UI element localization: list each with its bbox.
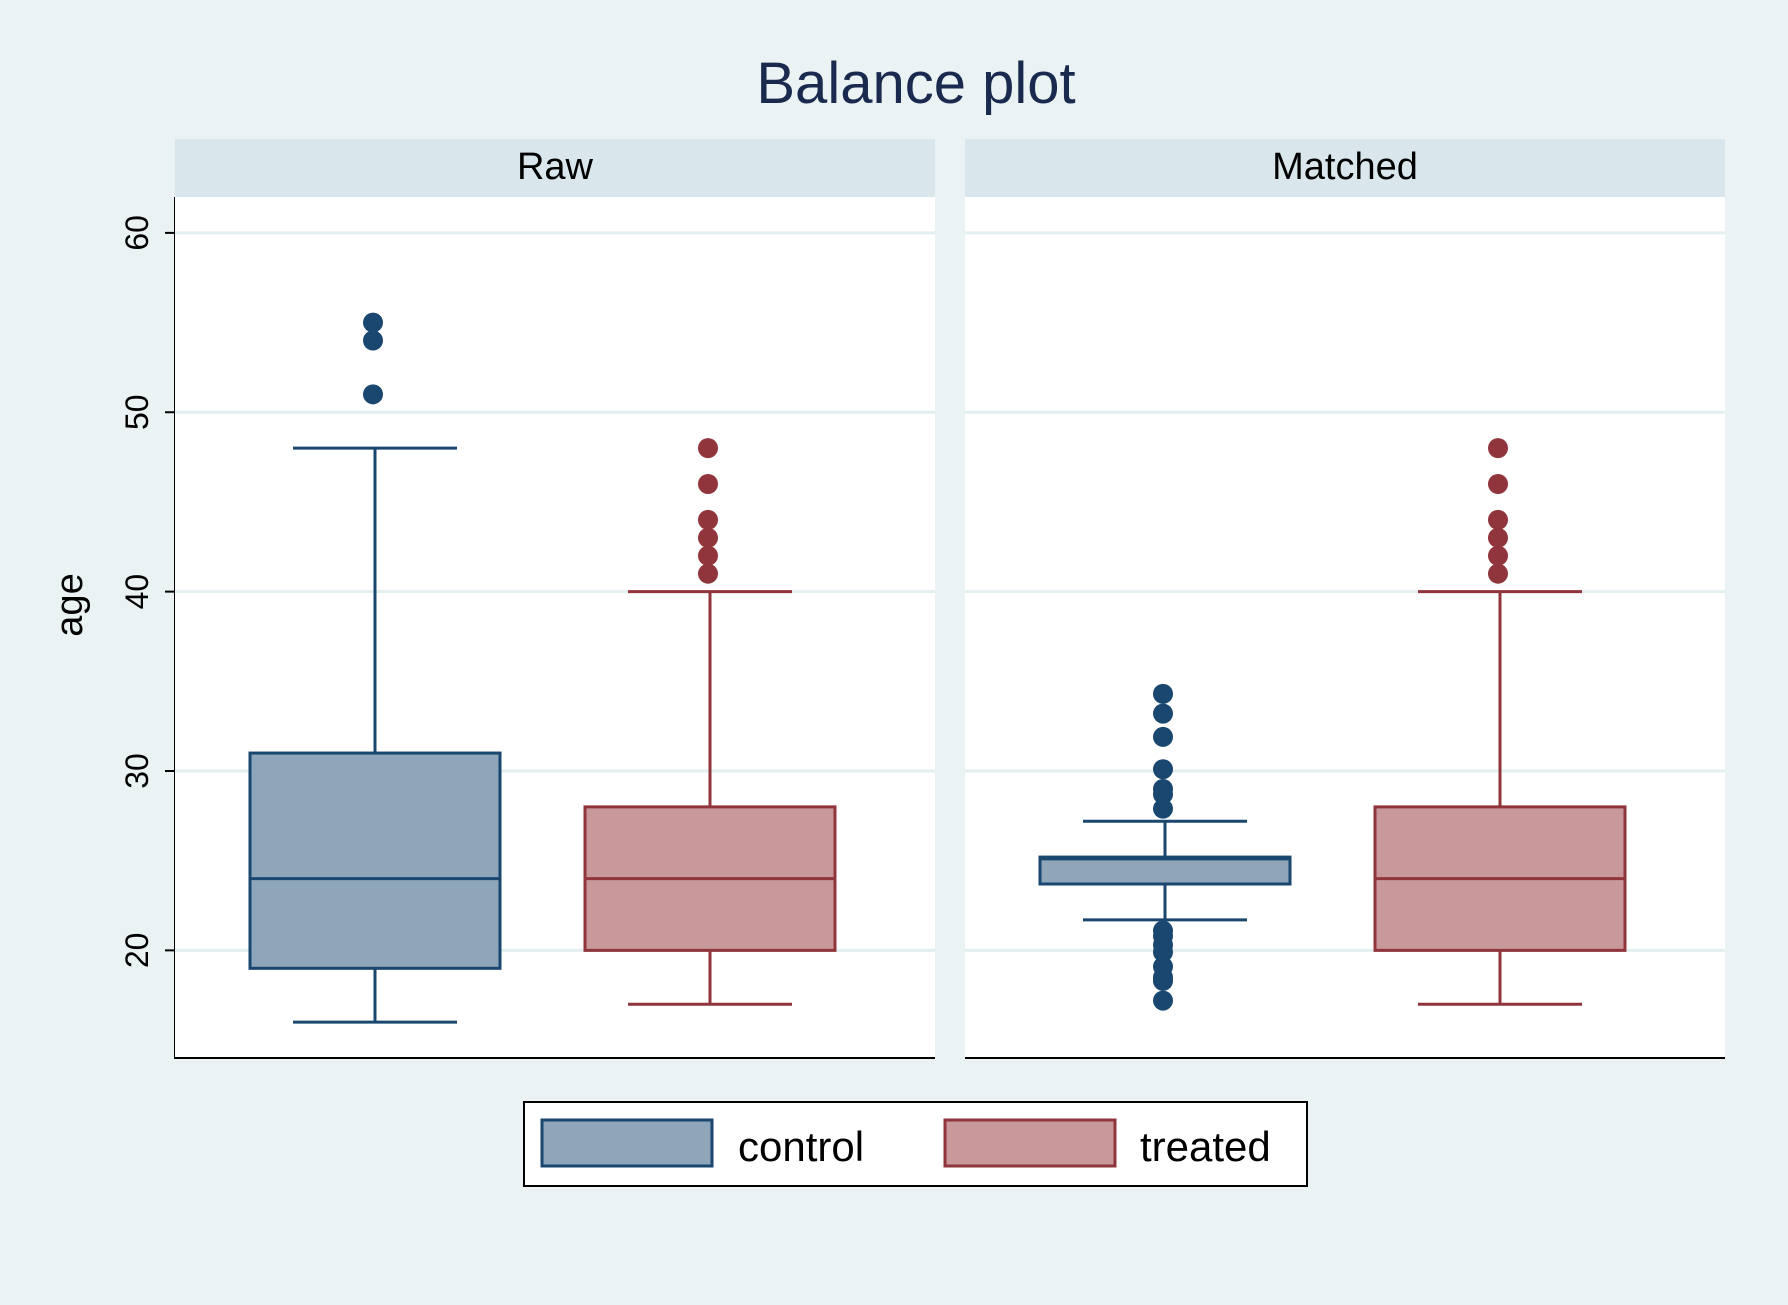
- legend-swatch: [943, 1118, 1117, 1168]
- outlier-point: [1153, 759, 1173, 780]
- box-iqr: [1038, 855, 1292, 886]
- panels-layer: 20 30 40 50 60 Raw Matched: [119, 139, 1725, 1059]
- legend: control treated: [523, 1101, 1308, 1187]
- outlier-point: [1153, 683, 1173, 704]
- outlier-point: [698, 474, 718, 494]
- outlier-point: [1153, 920, 1173, 941]
- y-axis-label: age: [49, 573, 91, 636]
- panel-label: Raw: [517, 146, 594, 188]
- y-tick-label: 50: [119, 394, 155, 430]
- outlier-point: [1488, 438, 1508, 459]
- outlier-point: [698, 509, 718, 530]
- outlier-point: [1153, 703, 1173, 724]
- legend-item-treated: treated: [943, 1118, 1271, 1170]
- panel-matched: Matched: [965, 139, 1725, 1059]
- legend-label: control: [738, 1123, 864, 1170]
- outlier-point: [363, 384, 383, 405]
- outlier-point: [698, 527, 718, 548]
- outlier-point: [1153, 956, 1173, 977]
- outlier-point: [1488, 563, 1508, 584]
- y-tick-label: 60: [119, 215, 155, 251]
- box-treated: [1373, 438, 1627, 1006]
- box-control: [1038, 683, 1292, 1011]
- outlier-point: [698, 563, 718, 584]
- panel-label: Matched: [1272, 146, 1418, 188]
- outlier-point: [1488, 545, 1508, 566]
- outlier-point: [1153, 990, 1173, 1011]
- outlier-point: [698, 438, 718, 459]
- panel-header: [965, 139, 1725, 197]
- outlier-point: [363, 312, 383, 333]
- outlier-point: [1153, 726, 1173, 747]
- y-tick-label: 30: [119, 753, 155, 789]
- outlier-point: [1153, 798, 1173, 819]
- outlier-point: [363, 330, 383, 351]
- legend-swatch: [540, 1118, 714, 1168]
- y-axis: 20 30 40 50 60: [119, 197, 176, 1059]
- chart-title: Balance plot: [756, 51, 1075, 116]
- y-tick-label: 20: [119, 933, 155, 969]
- box-iqr: [248, 751, 502, 970]
- legend-frame: [523, 1101, 1308, 1187]
- y-tick-label: 40: [119, 574, 155, 610]
- outlier-point: [1153, 778, 1173, 799]
- panel-header: [175, 139, 935, 197]
- box-control: [248, 312, 502, 1024]
- legend-label: treated: [1140, 1123, 1271, 1170]
- outlier-point: [698, 545, 718, 566]
- legend-item-control: control: [540, 1118, 864, 1170]
- outlier-point: [1488, 509, 1508, 530]
- panel-raw: Raw: [175, 139, 935, 1059]
- outlier-point: [1488, 527, 1508, 548]
- box-treated: [583, 438, 837, 1006]
- outlier-point: [1488, 474, 1508, 494]
